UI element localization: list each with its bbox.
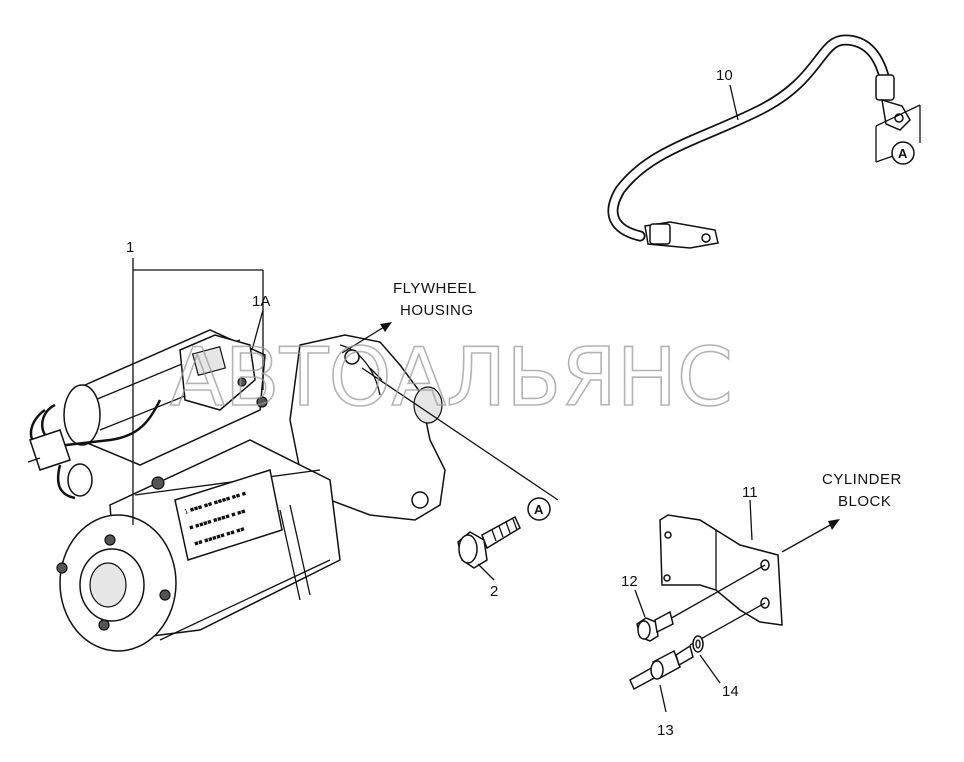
callout-leaders-1 [132,258,264,525]
washer [692,635,704,653]
starter-motor: 1 ■■■ ■■ ■■■■ ■■ ■ ■ ■■■■ ■■■■ ■ ■■ ■■ ■… [27,329,446,652]
end-cap-bolt [104,534,116,546]
flywheel-direction: FLYWHEEL HOUSING [341,280,477,354]
mounting-bolt [457,515,521,569]
flange-bolt-hole [344,349,360,365]
callout-1a: 1A [252,293,270,310]
callout-11: 11 [742,484,758,501]
callout-1: 1 [126,239,134,256]
solenoid-terminal [179,334,268,411]
bracket-bolt [636,564,766,642]
flange-bolt-hole [411,491,429,509]
ground-cable [607,34,911,249]
starter-label-plate: 1 ■■■ ■■ ■■■■ ■■ ■ ■ ■■■■ ■■■■ ■ ■■ ■■ ■… [174,469,283,561]
callout-12: 12 [621,573,638,590]
cylinder-block-direction: CYLINDER BLOCK [781,471,902,553]
pinion-nose [413,386,443,424]
cylinder-label-2: BLOCK [838,493,891,510]
terminal-stud [29,429,71,471]
watermark: АВТОАЛЬЯНС [170,331,733,424]
callout-2: 2 [490,583,498,600]
ref-a-surface: A [875,104,921,165]
callout-13: 13 [657,722,674,739]
ref-a-circle-start: A [527,497,551,521]
callout-14: 14 [722,683,739,700]
ref-a-label: A [534,502,544,517]
end-cap-bolt [159,589,171,601]
mounting-bracket [659,514,783,626]
arrowhead [380,322,392,332]
end-cap-bolt [98,619,110,631]
ref-a-label-cable: A [898,146,908,161]
leader-ref-a [361,367,559,501]
bracket-stud [629,602,766,691]
cylinder-label-1: CYLINDER [822,471,902,488]
flywheel-label-1: FLYWHEEL [393,280,477,297]
flywheel-label-2: HOUSING [400,302,474,319]
arrowhead [828,519,840,530]
end-cap-bolt [56,562,68,574]
callout-10: 10 [716,67,733,84]
